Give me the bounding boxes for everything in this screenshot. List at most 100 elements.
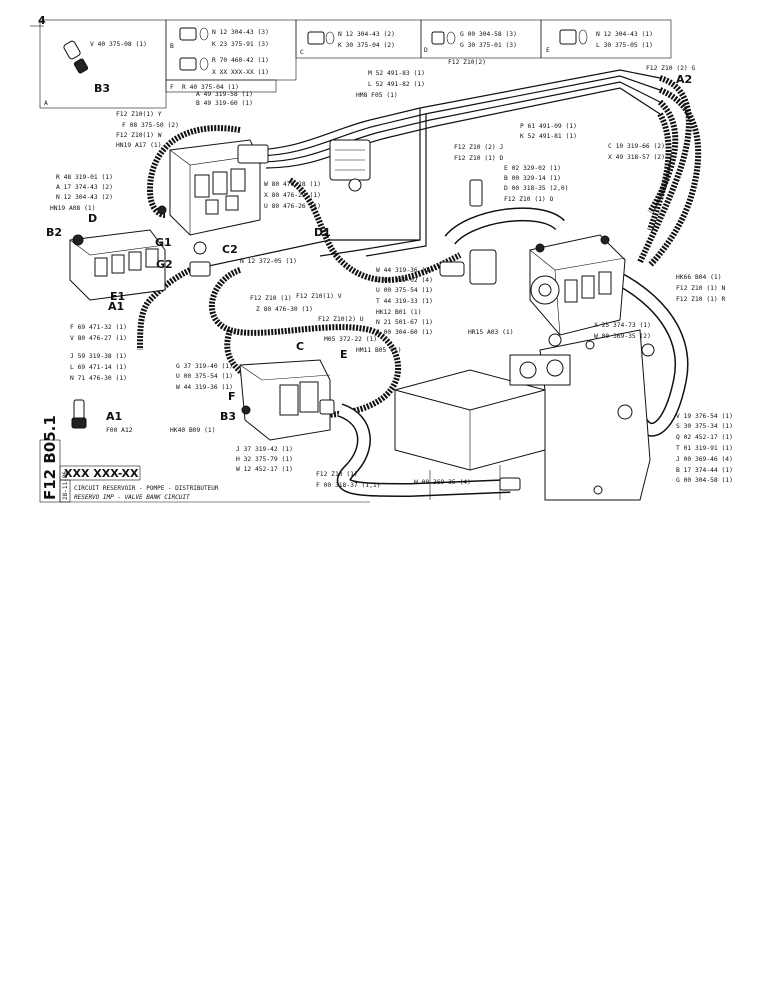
callout-labels: A 49 319-58 (1) B 49 319-60 (1) F12 Z10(… (46, 59, 733, 489)
detail-box-f: F R 40 375-04 (1) (165, 79, 277, 93)
callout: F12 Z10 (1) D (454, 155, 503, 162)
callout: W 00 369 35 (4) (414, 479, 471, 486)
callout: N 12 304-43 (2) (56, 194, 113, 201)
seal-ring-icon (199, 27, 209, 41)
hydraulic-tank (394, 329, 651, 501)
callout: Z 80 476-30 (1) (256, 306, 313, 313)
callout: X XX XXX-XX (1) (212, 69, 269, 76)
callout: E 02 329-02 (1) (504, 165, 561, 172)
callout: D 00 318-35 (2,0) (504, 185, 568, 192)
callout: W 00 369-35 (2) (594, 333, 651, 340)
callout: F12 Z10 (1) R (676, 296, 725, 303)
callout: HK40 B09 (1) (170, 427, 216, 434)
callout: HN19 A08 (1) (50, 205, 96, 212)
callout: K 30 375-04 (2) (338, 42, 395, 49)
callout: N 12 304-43 (1) (596, 31, 653, 38)
detail-box-d: D G 00 304-58 (3) G 30 375-01 (3) (420, 19, 542, 59)
box-letter: E (546, 47, 550, 54)
callout: A2 (676, 73, 692, 86)
callout: P 61 491-09 (1) (520, 123, 577, 130)
callout: K 23 375-91 (3) (212, 41, 269, 48)
callout: N 12 372-05 (1) (240, 258, 297, 265)
box-letter: B (170, 43, 174, 50)
title-code: XXX XXX-XX (64, 467, 139, 480)
callout: S 30 375-34 (1) (676, 423, 733, 430)
callout: L 00 369-02 (4) (376, 277, 433, 284)
callout: F12 Z10(2) U (318, 316, 364, 323)
callout: D1 (314, 226, 331, 239)
callout: H 32 375-79 (1) (236, 456, 293, 463)
callout: G2 (156, 258, 173, 271)
callout: X 49 318-57 (2) (608, 154, 665, 161)
callout: A1 (108, 300, 124, 313)
callout: F (228, 390, 236, 403)
callout: L 30 375-05 (1) (596, 42, 653, 49)
box-letter: A (44, 100, 48, 107)
callout: E (340, 348, 348, 361)
callout: V 40 375-08 (1) (90, 41, 147, 48)
callout: A 17 374-43 (2) (56, 184, 113, 191)
callout: F12 Z10 (1) (250, 295, 292, 302)
callout: HM11 B05 (1) (356, 347, 402, 354)
callout: G 00 304-58 (1) (676, 477, 733, 484)
callout: U 00 375-54 (1) (376, 287, 433, 294)
callout: F12 Z10 (1) O (504, 196, 553, 203)
callout: D (88, 212, 97, 225)
box-letter: F (170, 84, 174, 91)
callout: B3 (220, 410, 236, 423)
callout: W 12 452-17 (1) (236, 466, 293, 473)
callout: X 80 476-29 (1) (264, 192, 321, 199)
callout: C2 (222, 243, 238, 256)
callout: F12 Z10 (2) J (454, 144, 503, 151)
suction-hoses (336, 207, 689, 498)
callout: F 69 471-32 (1) (70, 324, 127, 331)
callout: C 10 319-66 (2) (608, 143, 665, 150)
callout: F 00 318-37 (1,1) (316, 482, 380, 489)
callout: C (296, 340, 304, 353)
callout: G 37 319-40 (1) (176, 363, 233, 370)
callout: F12 Z10(1) V (296, 293, 342, 300)
callout: F12 Z10 (2) G (646, 65, 695, 72)
valve-bank (157, 139, 371, 236)
callout: E1 (110, 290, 125, 303)
callout: W 44 319-36 (1) (176, 384, 233, 391)
callout: L 69 471-14 (1) (70, 364, 127, 371)
sheet-date: 28-11-86 (62, 471, 69, 500)
callout: B2 (46, 226, 62, 239)
seal-ring-icon (578, 29, 588, 45)
seal-ring-icon (199, 57, 209, 71)
callout: J 00 304-60 (1) (376, 329, 433, 336)
fitting-icon (431, 31, 445, 45)
callout: F12 Z10 (1) N (676, 285, 725, 292)
callout: R 48 319-01 (1) (56, 174, 113, 181)
callout: A 49 319-58 (1) (196, 91, 253, 98)
box-letter: D (424, 47, 428, 54)
hydraulic-pump (439, 179, 655, 357)
callout: W 44 319-36 (1) (376, 267, 433, 274)
callout: N 71 476-30 (1) (70, 375, 127, 382)
callout: L 52 491-82 (1) (368, 81, 425, 88)
callout: T 01 319-91 (1) (676, 445, 733, 452)
callout: R 70 460-42 (1) (212, 57, 269, 64)
seal-ring-icon (325, 31, 335, 45)
title-english: RESERVO IMP - VALVE BANK CIRCUIT (74, 494, 190, 501)
callout: G 00 304-58 (3) (460, 31, 517, 38)
callout: F00 A12 (106, 427, 133, 434)
sheet-code: F12 B05.1 (41, 415, 59, 500)
callout: B 00 329-14 (1) (504, 175, 561, 182)
title-french: CIRCUIT RESERVOIR - POMPE - DISTRIBUTEUR (74, 485, 219, 492)
fitting-a1 (71, 399, 87, 429)
seal-ring-icon (446, 31, 456, 45)
fitting-icon (559, 29, 577, 45)
callout: B3 (94, 82, 110, 95)
callout: V 80 476-27 (1) (70, 335, 127, 342)
callout: V 19 376-54 (1) (676, 413, 733, 420)
callout: J 59 319-38 (1) (70, 353, 127, 360)
box-letter: C (300, 49, 304, 56)
callout: N 12 304-43 (2) (338, 31, 395, 38)
return-filter (239, 359, 335, 441)
fitting-icon (179, 27, 197, 41)
callout: U 80 476-26 (1) (264, 203, 321, 210)
